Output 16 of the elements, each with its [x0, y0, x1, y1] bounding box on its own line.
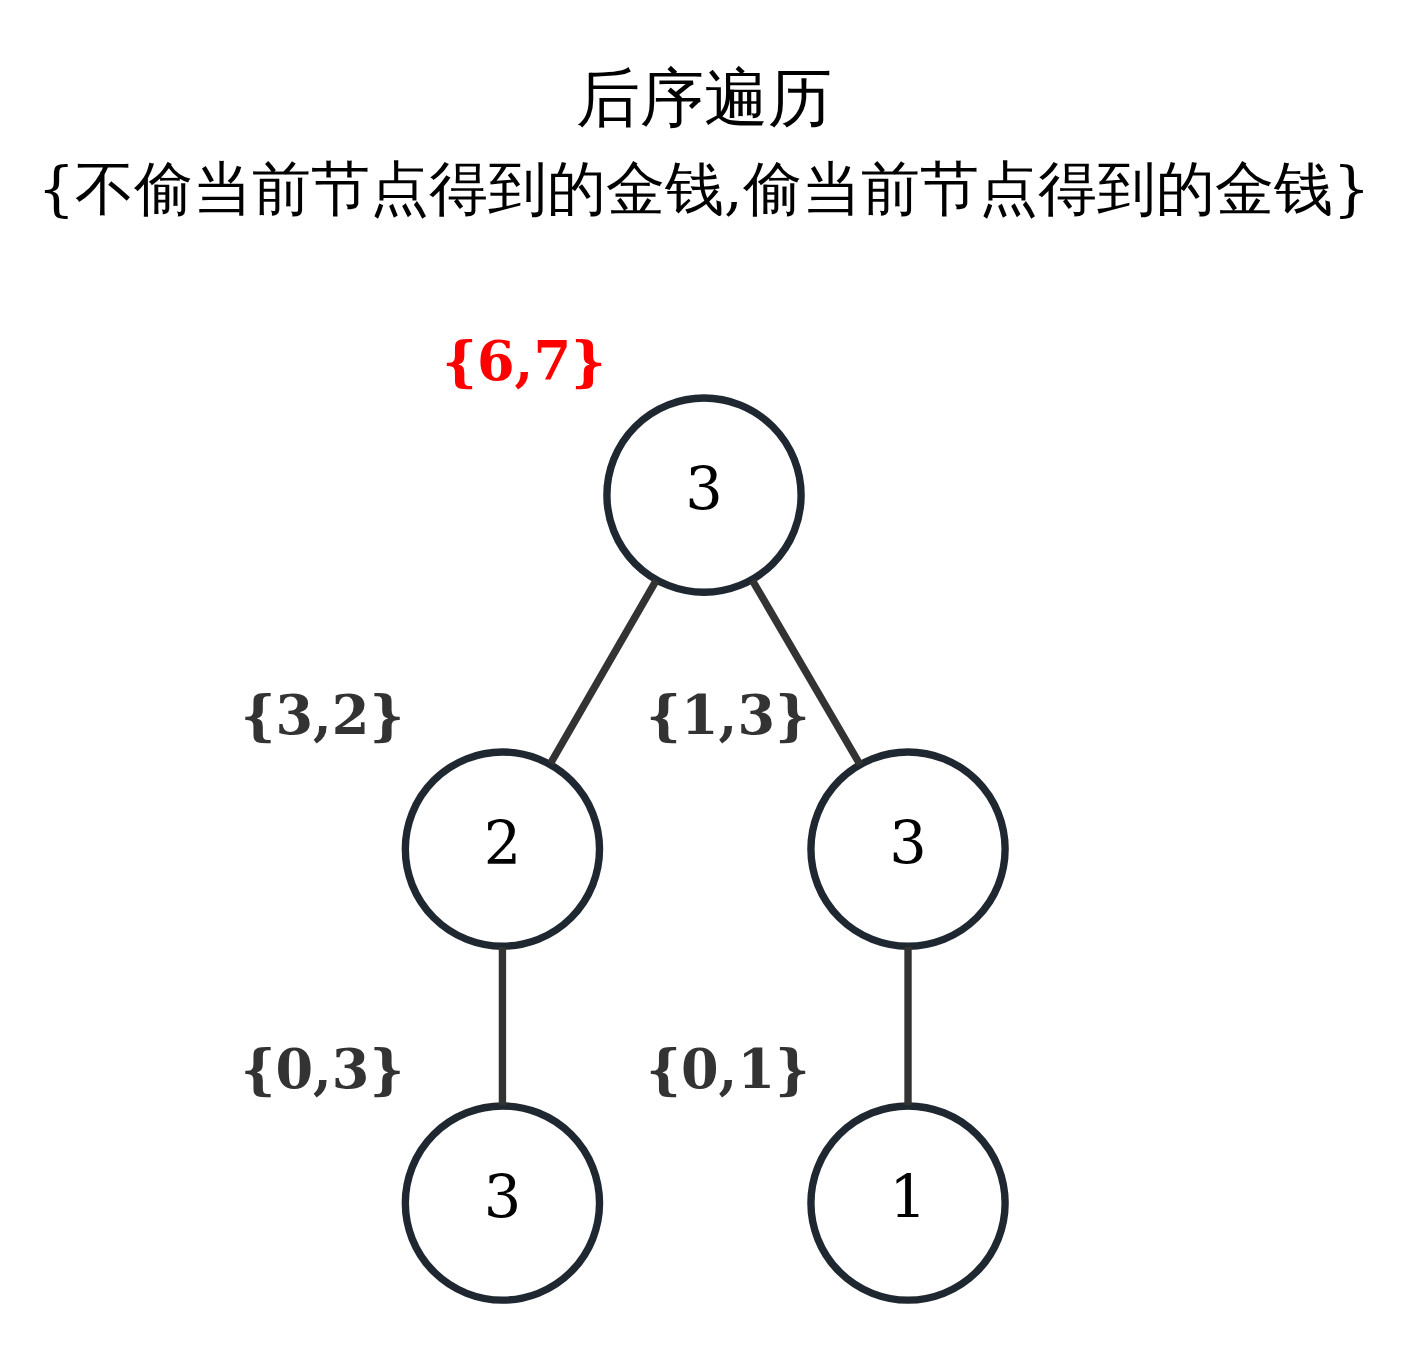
- node-circle: 3: [401, 1101, 604, 1304]
- connector: [749, 577, 864, 766]
- node-label: {6,7}: [442, 328, 606, 393]
- node-circle: 3: [603, 393, 805, 596]
- node-circle: 3: [807, 747, 1009, 950]
- node-circle: 2: [401, 747, 604, 950]
- node-label: {0,1}: [646, 1036, 810, 1101]
- connector: [904, 946, 912, 1105]
- node-label: {3,2}: [240, 682, 405, 747]
- node-label: {1,3}: [646, 682, 810, 747]
- label: {不偷当前节点得到的金钱,偷当前节点得到的金钱}: [37, 153, 1371, 223]
- diagram-title: 后序遍历: [576, 60, 832, 135]
- node-label: {0,3}: [240, 1036, 405, 1101]
- connector: [498, 946, 507, 1105]
- connector: [547, 577, 660, 765]
- node-circle: 1: [807, 1101, 1009, 1304]
